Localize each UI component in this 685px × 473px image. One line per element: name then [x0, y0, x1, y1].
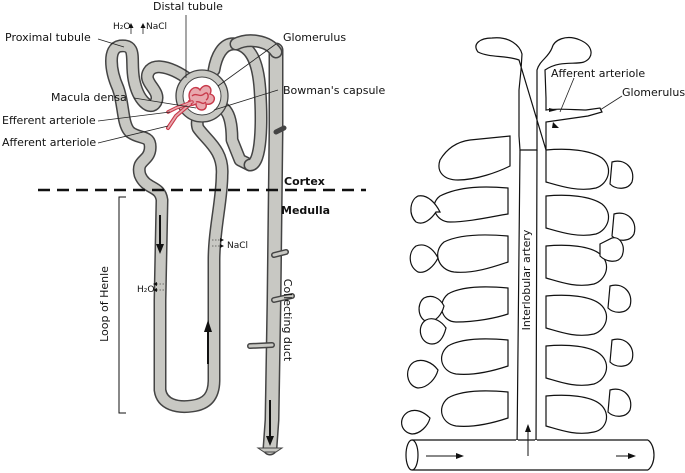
right-lobe-1 [545, 148, 610, 190]
right-lobe-6 [545, 394, 608, 434]
interlobular-artery-trunk [516, 149, 538, 449]
label-h2o-top: H₂O [113, 22, 130, 32]
left-lobe-6 [440, 390, 509, 427]
right-stalk-3 [599, 237, 624, 262]
left-stalk-3 [418, 295, 445, 323]
right-lobe-3 [545, 244, 608, 286]
label-nacl-mid: NaCl [227, 241, 248, 251]
left-stalk-1 [410, 195, 441, 224]
left-stalk-6 [401, 409, 431, 435]
right-lobe-2 [545, 194, 610, 236]
label-h2o-mid: H₂O [137, 285, 154, 295]
label-afferent-arteriole-right: Afferent arteriole [551, 67, 645, 80]
label-nacl-top: NaCl [146, 22, 167, 32]
left-stalk-5 [407, 359, 439, 389]
loop-bracket [118, 196, 126, 414]
label-bowmans-capsule: Bowman's capsule [283, 84, 385, 97]
nephron-tubule [105, 34, 283, 414]
label-glomerulus-right: Glomerulus [622, 86, 685, 99]
right-stalk-6 [607, 388, 632, 417]
label-afferent-arteriole: Afferent arteriole [2, 136, 96, 149]
label-distal-tubule: Distal tubule [153, 0, 223, 13]
right-stalk-1 [609, 160, 634, 189]
arcuate-vessel [405, 424, 655, 471]
interlobular-artery-outline [475, 36, 603, 151]
vasculature-diagram: Afferent arteriole Glomerulus Interlobul… [401, 36, 685, 471]
left-lobe-2 [433, 186, 509, 223]
collecting-duct [247, 42, 295, 456]
label-medulla: Medulla [281, 204, 330, 217]
label-interlobular-artery: Interlobular artery [520, 229, 533, 330]
right-stalk-5 [609, 338, 634, 367]
left-lobe-1 [438, 135, 511, 181]
transport-arrows [153, 238, 224, 292]
glomerulus [166, 84, 216, 130]
left-lobe-5 [440, 338, 509, 375]
left-stalk-2 [409, 244, 439, 273]
label-collecting-duct: Collecting duct [281, 279, 294, 362]
right-lobe-4 [545, 294, 608, 336]
left-stalk-4 [419, 318, 447, 345]
flow-arrows [156, 215, 274, 446]
label-efferent-arteriole: Efferent arteriole [2, 114, 96, 127]
right-stalk-4 [607, 284, 632, 313]
label-macula-densa: Macula densa [51, 91, 127, 104]
label-proximal-tubule: Proximal tubule [5, 31, 91, 44]
nephron-diagram: Proximal tubule Distal tubule Glomerulus… [2, 0, 385, 456]
label-loop-of-henle: Loop of Henle [98, 266, 111, 342]
left-lobe-4 [440, 286, 509, 323]
label-glomerulus: Glomerulus [283, 31, 346, 44]
label-cortex: Cortex [284, 175, 325, 188]
left-lobe-3 [437, 234, 509, 273]
right-stalk-2 [611, 212, 636, 241]
right-lobe-5 [545, 344, 608, 386]
